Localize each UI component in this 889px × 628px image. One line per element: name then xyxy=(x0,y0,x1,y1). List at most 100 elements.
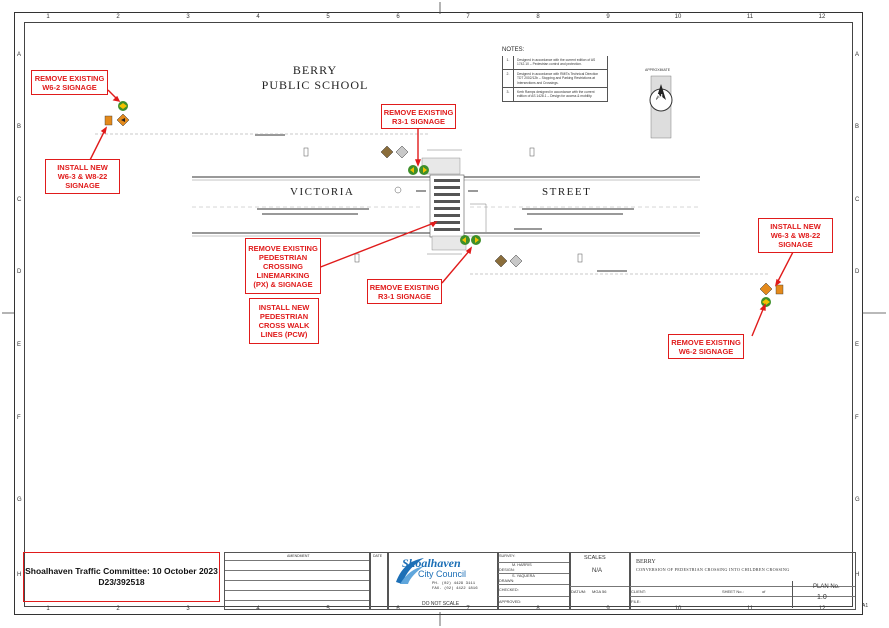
note-number: 2. xyxy=(503,69,514,88)
notes-title: NOTES: xyxy=(502,47,525,53)
misc-posts xyxy=(303,147,583,263)
annotation-line: INSTALL NEW xyxy=(57,163,108,172)
grid-row-g: G xyxy=(855,497,860,503)
project-block: BERRY CONVERSION OF PEDESTRIAN CROSSING … xyxy=(629,552,856,610)
annotation-line: CROSS WALK xyxy=(258,321,310,330)
annotation-line: INSTALL NEW xyxy=(770,222,821,231)
amendment-header: AMENDMENT xyxy=(287,554,310,558)
sheet-label: SHEET No.: xyxy=(722,589,744,594)
note-text: Designed in accordance with the current … xyxy=(517,58,596,67)
council-name-line2: City Council xyxy=(418,569,467,579)
annotation-line: PEDESTRIAN xyxy=(259,312,309,321)
plan-label: PLAN No. xyxy=(813,584,840,590)
council-logo-icon xyxy=(396,558,424,584)
grid-col-4: 4 xyxy=(256,14,260,20)
scales-label: SCALES xyxy=(584,555,606,561)
annotation-line: W6-2 SIGNAGE xyxy=(42,82,97,92)
r3-1-sign-south xyxy=(460,235,481,245)
committee-stamp: Shoalhaven Traffic Committee: 10 October… xyxy=(23,552,220,602)
plan-number-box: PLAN No. 1.0 xyxy=(792,581,855,608)
project-description: CONVERSION OF PEDESTRIAN CROSSING INTO C… xyxy=(636,567,790,572)
grid-col-1: 1 xyxy=(46,14,50,20)
sheet-size: A1 xyxy=(862,603,869,609)
grid-row-g: G xyxy=(17,497,22,503)
drawing-fine-text xyxy=(255,134,634,272)
annotation-line: R3-1 SIGNAGE xyxy=(378,291,431,301)
leader-lines xyxy=(89,89,794,337)
annotation-remove-w6-2-top: REMOVE EXISTING W6-2 SIGNAGE xyxy=(31,70,108,95)
note-text: Kerb Ramps designed in accordance with t… xyxy=(517,90,595,99)
drawing-inner-border xyxy=(24,22,853,607)
annotation-line: W6-3 & W8-22 xyxy=(57,172,108,181)
sheet-of: of xyxy=(762,589,766,594)
council-logo-block: Shoalhaven City Council PH. (02) 4429 31… xyxy=(387,552,499,610)
datum-value: MGA 56 xyxy=(592,589,607,594)
grid-col-7: 7 xyxy=(466,14,470,20)
note-item: 3. Kerb Ramps designed in accordance wit… xyxy=(502,88,608,102)
note-item: 2. Designed in accordance with RMS's Tec… xyxy=(502,69,608,89)
council-fax: FAX. (02) 4422 1816 xyxy=(432,587,478,591)
annotation-line: REMOVE EXISTING xyxy=(369,282,440,292)
plan-value: 1.0 xyxy=(817,594,827,601)
diamond-signs-north xyxy=(380,145,409,159)
annotation-remove-w6-2-bottom: REMOVE EXISTING W6-2 SIGNAGE xyxy=(668,334,744,359)
amendment-date-column: DATE xyxy=(369,552,389,610)
north-letter: N xyxy=(657,93,663,102)
grid-row-c: C xyxy=(17,197,22,203)
grid-col-3: 3 xyxy=(186,606,190,612)
school-name-line1: BERRY xyxy=(292,63,338,77)
approved-label: APPROVED: xyxy=(499,600,522,604)
checked-label: CHECKED: xyxy=(499,588,519,592)
annotation-line: REMOVE EXISTING xyxy=(34,73,105,83)
grid-col-6: 6 xyxy=(396,14,400,20)
annotation-line: REMOVE EXISTING xyxy=(248,243,318,253)
grid-col-8: 8 xyxy=(536,14,540,20)
grid-row-e: E xyxy=(17,342,22,348)
grid-row-a: A xyxy=(855,52,860,58)
w6-3-w8-22-sign-left xyxy=(104,113,130,127)
annotation-install-w6-3-right: INSTALL NEW W6-3 & W8-22 SIGNAGE xyxy=(758,218,833,253)
note-number: 3. xyxy=(503,88,514,101)
annotation-line: R3-1 SIGNAGE xyxy=(392,116,445,126)
grid-col-3: 3 xyxy=(186,14,190,20)
scale-value: N/A xyxy=(592,568,603,574)
scales-block: SCALES N/A DATUM: MGA 56 xyxy=(569,552,631,610)
designer-name: M. HARRIS xyxy=(512,563,532,567)
w6-2-sign-right xyxy=(761,297,771,307)
design-label: DESIGN: xyxy=(499,568,515,572)
w6-3-w8-22-sign-right xyxy=(759,282,784,296)
note-number: 1. xyxy=(503,56,514,69)
drawn-label: DRAWN: xyxy=(499,579,515,583)
grid-col-12: 12 xyxy=(818,14,826,20)
grid-row-c: C xyxy=(855,197,860,203)
annotation-install-w6-3-left: INSTALL NEW W6-3 & W8-22 SIGNAGE xyxy=(45,159,120,194)
grid-row-f: F xyxy=(17,415,21,421)
drawer-name: S. YAQUERA xyxy=(512,574,535,578)
survey-label: SURVEY: xyxy=(499,554,516,558)
annotation-line: W6-3 & W8-22 xyxy=(770,231,821,240)
committee-line1: Shoalhaven Traffic Committee: 10 October… xyxy=(25,566,218,576)
annotation-remove-px: REMOVE EXISTING PEDESTRIAN CROSSING LINE… xyxy=(245,238,321,294)
w6-2-sign-left xyxy=(118,101,128,111)
annotation-remove-r3-1-bottom: REMOVE EXISTING R3-1 SIGNAGE xyxy=(367,279,442,304)
annotation-line: PEDESTRIAN xyxy=(258,252,308,262)
grid-row-d: D xyxy=(855,269,860,275)
grid-col-10: 10 xyxy=(674,14,682,20)
note-text: Designed in accordance with RMS's Techni… xyxy=(517,71,599,85)
datum-label: DATUM: xyxy=(571,589,587,594)
client-label: CLIENT: xyxy=(631,589,646,594)
annotation-line: INSTALL NEW xyxy=(258,303,310,312)
grid-row-h: H xyxy=(17,572,22,578)
school-label: BERRY PUBLIC SCHOOL xyxy=(240,63,390,93)
annotation-line: CROSSING xyxy=(262,261,303,271)
notes-panel: NOTES: 1. Designed in accordance with th… xyxy=(502,47,608,102)
committee-line2: D23/392518 xyxy=(98,577,145,587)
signatures-block: SURVEY: M. HARRIS DESIGN: S. YAQUERA DRA… xyxy=(497,552,571,610)
drawing-border xyxy=(14,12,863,615)
annotation-line: W6-2 SIGNAGE xyxy=(678,346,734,356)
note-item: 1. Designed in accordance with the curre… xyxy=(502,56,608,70)
street-name-victoria: VICTORIA xyxy=(290,186,355,198)
council-phone: PH. (02) 4429 3111 xyxy=(432,582,476,586)
pedestrian-crossing xyxy=(421,157,467,251)
